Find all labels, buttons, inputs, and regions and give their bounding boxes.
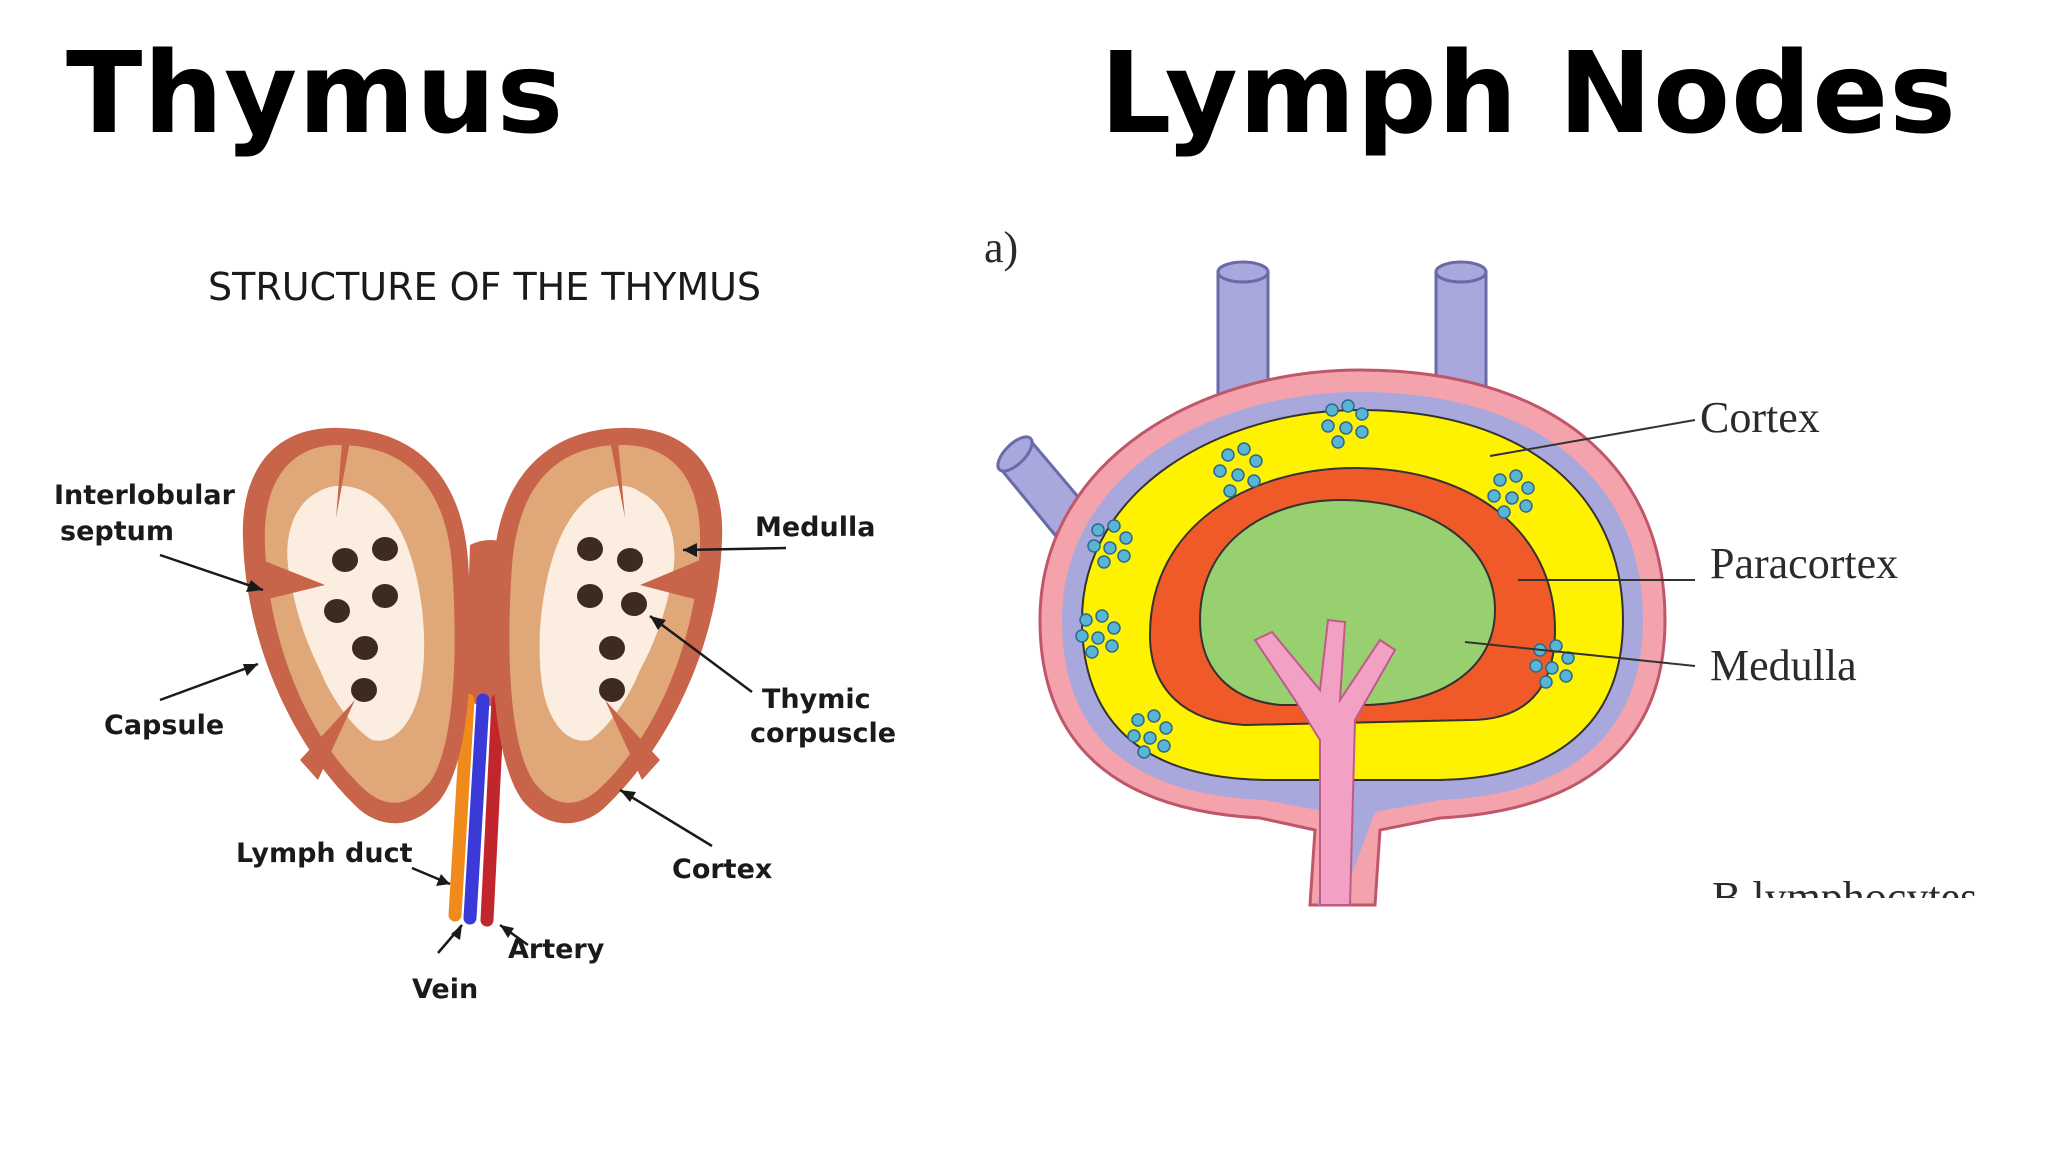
left-corpuscles bbox=[324, 537, 398, 702]
interlobular-label-line1: Interlobular bbox=[54, 480, 236, 511]
lymph-duct-label: Lymph duct bbox=[236, 838, 413, 869]
lymph-node-leader-lines bbox=[1464, 419, 1696, 667]
right-corpuscles bbox=[577, 537, 647, 702]
thymic-label-line1: Thymic bbox=[762, 684, 871, 715]
vein-vessel bbox=[463, 693, 490, 925]
capsule-label: Capsule bbox=[104, 710, 224, 741]
interlobular-label-line2: septum bbox=[60, 516, 174, 547]
thymic-label-line2: corpuscle bbox=[750, 718, 896, 749]
thymus-leader-lines bbox=[159, 546, 787, 954]
follicle bbox=[1487, 469, 1535, 519]
hilum-vessel bbox=[1253, 618, 1397, 906]
follicle bbox=[1321, 399, 1369, 449]
b-lymphocytes-label: B lymphocytes bbox=[1712, 873, 1977, 922]
medulla-label: Medulla bbox=[755, 512, 875, 543]
cortex-label-ln: Cortex bbox=[1700, 393, 1820, 442]
lymphoid-follicles bbox=[1075, 399, 1575, 759]
follicle bbox=[1127, 709, 1173, 759]
follicle bbox=[1213, 442, 1263, 498]
lymph-duct-vessel bbox=[448, 693, 475, 922]
thymus-arrowheads bbox=[243, 543, 697, 940]
vein-label: Vein bbox=[412, 974, 478, 1005]
panel-letter: a) bbox=[984, 223, 1018, 272]
cortex-label: Cortex bbox=[672, 854, 772, 885]
follicle bbox=[1075, 609, 1121, 659]
right-lobe-medulla bbox=[539, 485, 675, 741]
paracortex-label: Paracortex bbox=[1710, 539, 1898, 588]
b-lymphocytes-clip-group: B lymphocytes bbox=[1712, 873, 1977, 922]
follicle bbox=[1087, 519, 1133, 569]
thymus-diagram: STRUCTURE OF THE THYMUS bbox=[54, 265, 896, 1005]
thymus-title: Thymus bbox=[66, 29, 565, 159]
follicle bbox=[1529, 639, 1575, 689]
artery-label: Artery bbox=[508, 934, 605, 965]
medulla-region bbox=[1198, 498, 1497, 706]
lymph-nodes-title: Lymph Nodes bbox=[1100, 29, 1957, 159]
artery-vessel bbox=[480, 693, 505, 927]
medulla-label-ln: Medulla bbox=[1710, 641, 1857, 690]
thymus-caption: STRUCTURE OF THE THYMUS bbox=[208, 265, 761, 309]
